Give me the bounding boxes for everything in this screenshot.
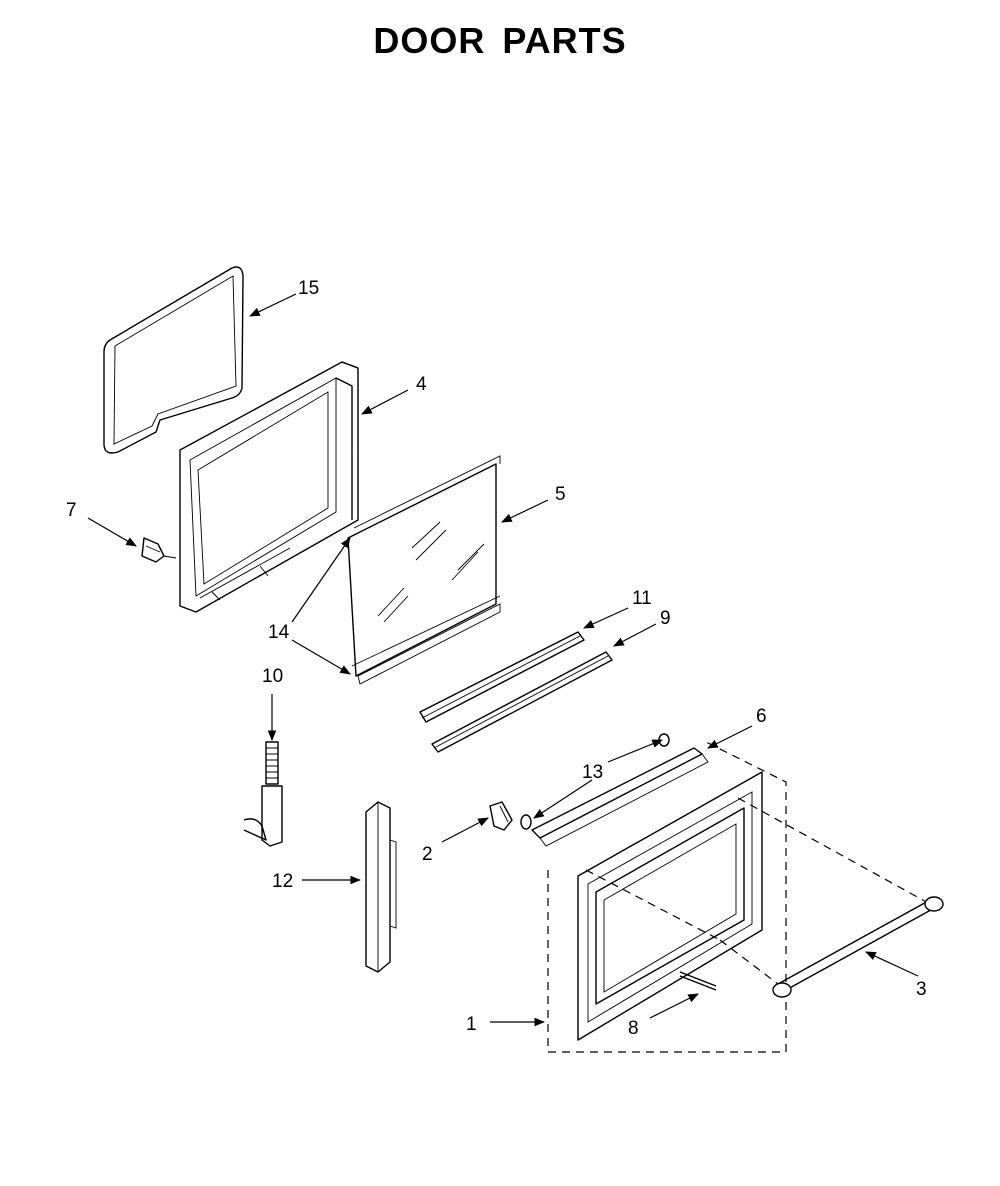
callout-6: 6 [756,706,767,727]
callout-5: 5 [555,484,566,505]
diagram-title: DOOR PARTS [373,20,627,61]
part-11-channel[interactable] [419,631,585,723]
part-9-strip[interactable] [431,651,613,753]
callout-14: 14 [268,622,290,643]
part-12-side-trim[interactable] [365,801,397,973]
callout-2: 2 [422,844,433,865]
callout-1: 1 [466,1014,477,1035]
part-4-inner-door[interactable] [179,361,359,613]
part-3-handle[interactable] [719,896,944,998]
leader-lines [87,293,919,1027]
part-2-screw[interactable] [489,801,513,831]
callout-4: 4 [416,374,427,395]
callout-10: 10 [262,666,283,687]
part-7-screw[interactable] [141,537,177,563]
callout-labels: 15 4 5 7 14 11 9 10 6 13 2 12 3 1 8 [66,278,927,1039]
part-8-badge[interactable] [679,971,717,991]
callout-15: 15 [298,278,319,299]
part-6-bracket[interactable] [531,747,709,847]
callout-7: 7 [66,500,77,521]
part-5-glass[interactable] [347,455,501,685]
callout-3: 3 [916,979,927,1000]
callout-13: 13 [582,762,603,783]
part-1-outer-door[interactable] [547,741,931,1053]
callout-9: 9 [660,608,671,629]
callout-8: 8 [628,1018,639,1039]
callout-12: 12 [272,871,293,892]
part-10-hinge[interactable] [243,741,283,847]
callout-11: 11 [632,588,652,609]
part-15-gasket[interactable] [103,266,244,454]
